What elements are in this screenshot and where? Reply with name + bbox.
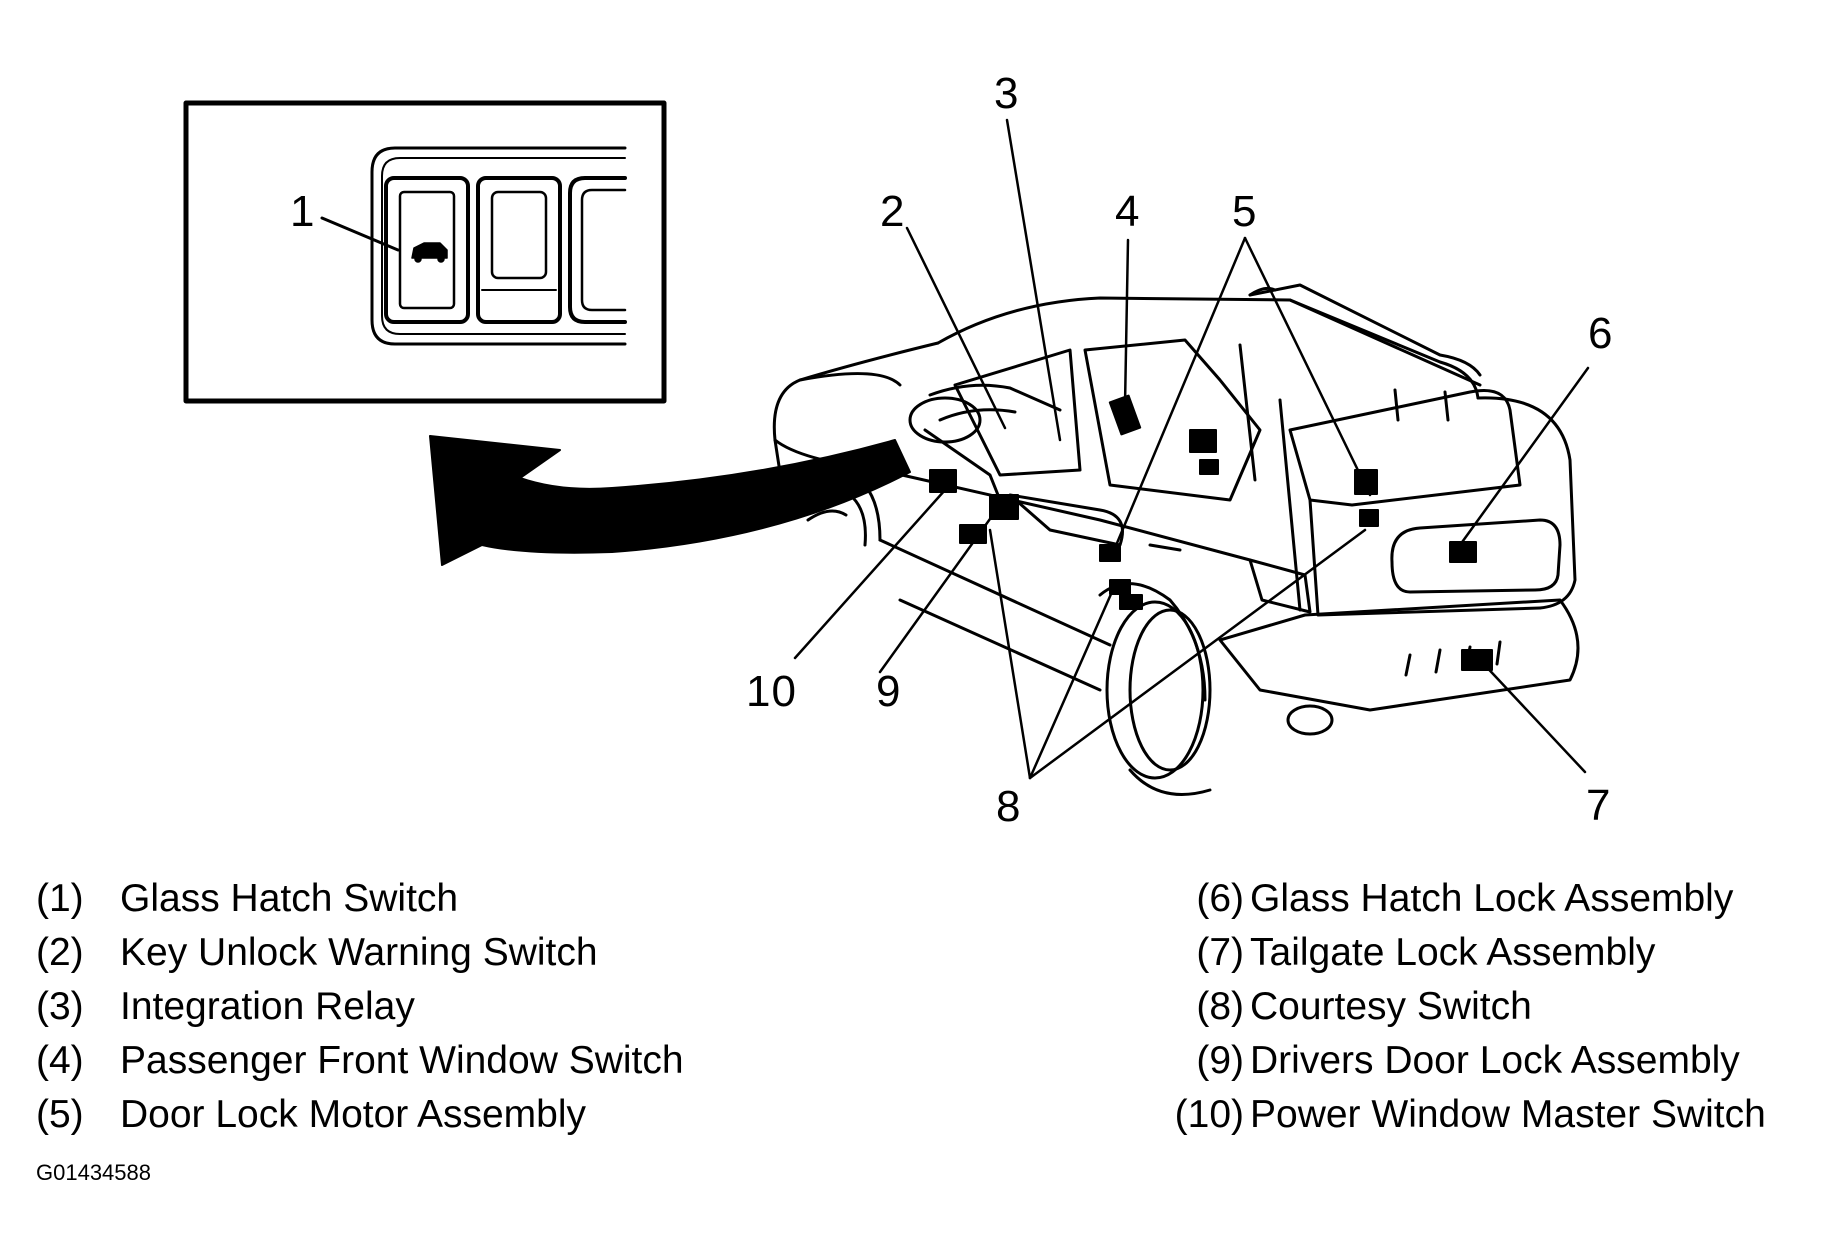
inset-switch-panel <box>183 100 667 404</box>
legend-label: Glass Hatch Lock Assembly <box>1250 877 1734 920</box>
callout-2: 2 <box>880 187 906 236</box>
legend-item: (2) Key Unlock Warning Switch <box>36 926 836 980</box>
legend-number: (1) <box>36 877 84 920</box>
callout-7: 7 <box>1586 781 1612 830</box>
vehicle-body <box>772 283 1580 796</box>
legend-number: (8) <box>1196 985 1244 1028</box>
component-markers <box>929 394 1493 671</box>
legend-number: (7) <box>1196 931 1244 974</box>
legend-item: (4) Passenger Front Window Switch <box>36 1034 836 1088</box>
legend-item: (8) Courtesy Switch <box>1138 980 1818 1034</box>
callout-3: 3 <box>994 69 1020 118</box>
legend-number: (9) <box>1196 1039 1244 1082</box>
callout-8: 8 <box>996 782 1022 831</box>
hatch-car-icon <box>411 242 448 263</box>
callout-10: 10 <box>746 667 797 716</box>
legend-right-column: (6) Glass Hatch Lock Assembly (7) Tailga… <box>1138 872 1818 1142</box>
component-locator-diagram <box>183 100 1590 796</box>
legend-label: Glass Hatch Switch <box>120 877 459 920</box>
legend-number: (4) <box>36 1039 84 1082</box>
legend-item: (7) Tailgate Lock Assembly <box>1138 926 1818 980</box>
legend-item: (9) Drivers Door Lock Assembly <box>1138 1034 1818 1088</box>
legend-item: (1) Glass Hatch Switch <box>36 872 836 926</box>
callout-1: 1 <box>290 187 316 236</box>
legend-label: Drivers Door Lock Assembly <box>1250 1039 1740 1082</box>
center-switch-button <box>476 176 562 324</box>
legend-number: (10) <box>1174 1093 1244 1136</box>
glass-hatch-switch-button <box>384 176 470 324</box>
legend-number: (3) <box>36 985 84 1028</box>
legend-label: Passenger Front Window Switch <box>120 1039 684 1082</box>
legend-item: (5) Door Lock Motor Assembly <box>36 1088 836 1142</box>
leader-lines <box>793 118 1590 780</box>
callout-6: 6 <box>1588 309 1614 358</box>
legend-left-column: (1) Glass Hatch Switch (2) Key Unlock Wa… <box>36 872 836 1142</box>
legend-label: Tailgate Lock Assembly <box>1250 931 1656 974</box>
legend-label: Integration Relay <box>120 985 415 1028</box>
callout-5: 5 <box>1232 187 1258 236</box>
legend-label: Key Unlock Warning Switch <box>120 931 598 974</box>
right-switch-button <box>568 176 627 324</box>
legend-label: Power Window Master Switch <box>1250 1093 1766 1136</box>
legend-label: Door Lock Motor Assembly <box>120 1093 587 1136</box>
legend-label: Courtesy Switch <box>1250 985 1532 1028</box>
legend-number: (2) <box>36 931 84 974</box>
callout-9: 9 <box>876 667 902 716</box>
callout-4: 4 <box>1115 187 1141 236</box>
legend-item: (3) Integration Relay <box>36 980 836 1034</box>
legend-number: (6) <box>1196 877 1244 920</box>
legend-item: (6) Glass Hatch Lock Assembly <box>1138 872 1818 926</box>
legend-item: (10) Power Window Master Switch <box>1138 1088 1818 1142</box>
location-arrow <box>429 435 911 566</box>
figure-id: G01434588 <box>36 1160 151 1185</box>
legend-number: (5) <box>36 1093 84 1136</box>
